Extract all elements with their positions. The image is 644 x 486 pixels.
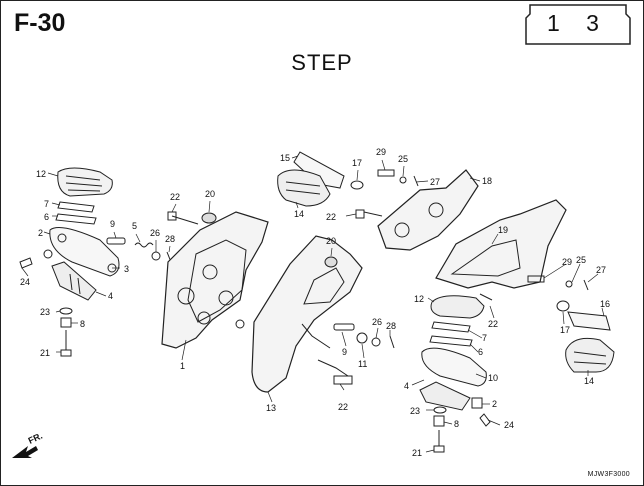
callout: 10 [488,373,498,383]
callout: 18 [482,176,492,186]
left-main-bracket [161,211,269,349]
callout: 23 [40,307,50,317]
callout: 13 [266,403,276,413]
main-bracket-bolts [167,211,217,225]
section-number: 1 3 [547,10,609,36]
callout: 17 [560,325,570,335]
callout: 26 [372,317,382,327]
callout: 4 [404,381,409,391]
section-badge [525,4,631,45]
callout: 27 [430,177,440,187]
callout: 11 [358,359,367,369]
callout: 16 [600,299,610,309]
left-spring-plate [51,261,97,301]
callout: 29 [376,147,386,157]
callout: 1 [180,361,185,371]
callout: 22 [338,402,348,412]
right-lower-bracket [435,199,567,289]
pillion-footpeg [277,151,364,207]
callout: 9 [342,347,347,357]
leader-lines [21,155,605,453]
callout-labels: 12 7 6 2 3 24 4 23 8 21 9 5 26 28 22 20 … [20,147,610,458]
callout: 4 [108,291,113,301]
callout: 3 [124,264,129,274]
callout: 19 [498,225,508,235]
left-footpeg [57,167,113,197]
callout: 7 [482,333,487,343]
callout: 7 [44,199,49,209]
callout: 8 [80,319,85,329]
callout: 15 [280,153,290,163]
callout: 26 [150,228,160,238]
callout: 25 [398,154,408,164]
callout: 22 [326,212,336,222]
right-peg-assembly [419,293,493,453]
callout: 9 [110,219,115,229]
right-hardware-upper [317,323,395,385]
callout: 24 [504,420,514,430]
left-peg-holder [49,227,120,277]
callout: 14 [584,376,594,386]
callout: 24 [20,277,30,287]
callout: 12 [414,294,424,304]
left-heel-guard [251,235,363,393]
callout: 21 [412,448,422,458]
callout: 12 [36,169,46,179]
left-plates [55,201,97,225]
callout: 8 [454,419,459,429]
right-footpeg-lower [527,275,615,373]
callout: 27 [596,265,606,275]
callout: 23 [410,406,420,416]
callout: 17 [352,158,362,168]
callout: 5 [132,221,137,231]
callout: 2 [38,228,43,238]
right-upper-bracket [355,169,479,251]
callout: 21 [40,348,50,358]
part-code: MJW3F3000 [587,471,630,478]
callout: 28 [386,321,396,331]
callout: 22 [488,319,498,329]
front-arrow-label: FR. [27,431,44,446]
callout: 6 [44,212,49,222]
callout: 20 [326,236,336,246]
callout: 20 [205,189,215,199]
callout: 6 [478,347,483,357]
front-arrow-icon: FR. [12,431,44,458]
callout: 29 [562,257,572,267]
callout: 2 [492,399,497,409]
page-title: STEP [291,50,353,75]
page-code: F-30 [14,9,66,37]
callout: 25 [576,255,586,265]
callout: 22 [170,192,180,202]
callout: 28 [165,234,175,244]
callout: 14 [294,209,304,219]
